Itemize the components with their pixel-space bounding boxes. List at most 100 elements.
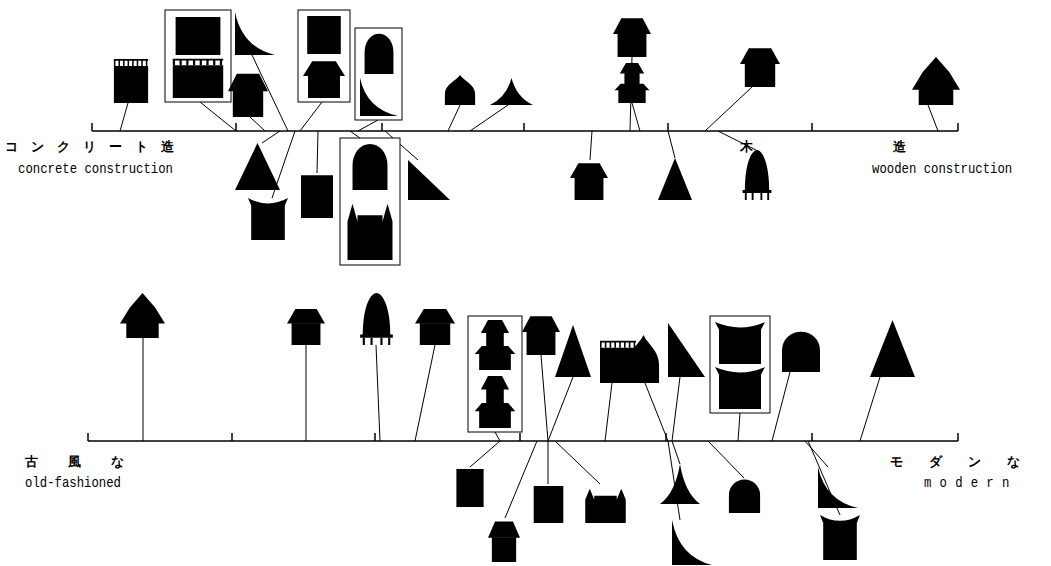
silhouette-part: [715, 367, 765, 409]
axis-label-english: old-fashioned: [25, 476, 121, 491]
building-silhouette: [715, 322, 765, 364]
group-frame: [165, 10, 231, 102]
leader-line: [505, 441, 537, 518]
silhouette-part: [624, 342, 626, 348]
axis-tick: [811, 433, 813, 441]
silhouette-part: [360, 78, 398, 116]
silhouette-part: [668, 323, 705, 377]
silhouette-part: [575, 178, 604, 200]
building-silhouette: [668, 323, 705, 377]
silhouette-part: [605, 342, 607, 348]
building-silhouette: [729, 479, 760, 513]
silhouette-part: [615, 84, 650, 90]
building-silhouette: [820, 515, 860, 560]
leader-line: [668, 131, 675, 158]
silhouette-part: [660, 464, 700, 504]
leader-line: [860, 377, 880, 441]
silhouette-part: [233, 91, 263, 117]
silhouette-part: [303, 61, 345, 76]
building-silhouette: [301, 175, 333, 218]
leader-line: [262, 131, 280, 143]
silhouette-part: [745, 193, 747, 200]
silhouette-part: [114, 66, 148, 103]
leader-line: [632, 103, 640, 131]
leader-line: [350, 131, 360, 138]
leader-line: [120, 103, 128, 131]
silhouette-part: [492, 537, 516, 562]
building-silhouette: [173, 59, 223, 98]
building-silhouette: [415, 309, 455, 345]
building-silhouette: [555, 325, 591, 377]
silhouette-part: [348, 204, 393, 260]
silhouette-part: [475, 403, 515, 411]
silhouette-part: [120, 293, 165, 338]
silhouette-part: [176, 17, 221, 55]
silhouette-part: [228, 74, 268, 91]
leader-line: [772, 372, 790, 441]
building-silhouette: [360, 293, 393, 345]
silhouette-part: [613, 18, 651, 34]
group-frame: [340, 138, 400, 265]
axis-tick: [523, 123, 525, 131]
leader-line: [376, 345, 380, 441]
building-silhouette: [570, 163, 608, 200]
axis-tick: [91, 123, 93, 131]
building-silhouette: [488, 522, 520, 562]
group-frame: [298, 10, 350, 102]
silhouette-part: [619, 342, 621, 348]
silhouette-part: [388, 338, 390, 345]
silhouette-part: [715, 322, 765, 364]
building-silhouette: [818, 467, 858, 508]
building-silhouette: [287, 309, 325, 345]
axis-tick: [667, 123, 669, 131]
building-silhouette: [353, 144, 388, 190]
leader-line: [605, 383, 612, 441]
silhouette-part: [213, 60, 215, 66]
silhouette-part: [620, 63, 644, 73]
building-silhouette: [120, 293, 165, 338]
silhouette-part: [186, 60, 188, 66]
axis-label-english: concrete construction: [18, 162, 173, 177]
building-silhouette: [740, 48, 780, 87]
leader-line: [317, 131, 318, 173]
building-silhouette: [228, 74, 268, 117]
leader-line: [672, 441, 680, 464]
silhouette-part: [173, 60, 175, 66]
building-silhouette: [490, 78, 533, 105]
silhouette-part: [618, 33, 647, 57]
silhouette-part: [365, 34, 394, 74]
silhouette-part: [743, 190, 772, 193]
building-silhouette: [176, 17, 221, 55]
scale-axis: [88, 433, 958, 441]
silhouette-part: [415, 309, 455, 323]
silhouette-part: [481, 376, 509, 390]
silhouette-part: [870, 320, 915, 377]
silhouette-part: [118, 60, 120, 66]
leader-line: [672, 377, 680, 441]
building-silhouette: [912, 57, 960, 105]
silhouette-part: [479, 353, 511, 370]
building-silhouette: [658, 158, 692, 200]
building-silhouette: [114, 59, 148, 103]
silhouette-part: [292, 323, 321, 345]
building-silhouette: [628, 335, 659, 383]
building-silhouette: [715, 367, 765, 409]
silhouette-part: [456, 469, 483, 507]
silhouette-part: [610, 342, 612, 348]
building-silhouette: [870, 320, 915, 377]
scale-axis: [92, 123, 958, 131]
leader-line: [548, 377, 573, 441]
axis-tick: [957, 123, 959, 131]
leader-line: [300, 102, 322, 131]
silhouette-part: [475, 346, 515, 354]
leader-line: [555, 441, 600, 484]
silhouette-part: [114, 60, 116, 66]
leader-line: [738, 413, 740, 441]
silhouette-part: [585, 489, 626, 523]
leader-line: [415, 345, 435, 441]
silhouette-part: [740, 48, 780, 64]
silhouette-part: [146, 60, 148, 66]
silhouette-part: [220, 60, 222, 66]
